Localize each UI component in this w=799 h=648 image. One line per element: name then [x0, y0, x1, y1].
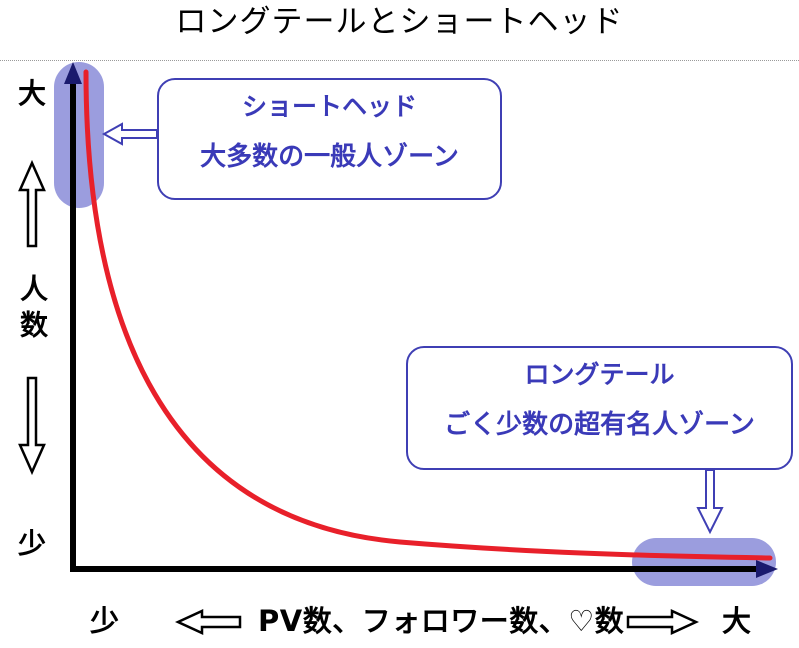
y-axis-arrowhead	[64, 62, 82, 84]
short-head-callout: ショートヘッド 大多数の一般人ゾーン	[157, 78, 502, 200]
x-axis-left-label: 少	[90, 604, 120, 638]
y-axis-down-arrow	[18, 376, 46, 476]
y-axis-top-label: 大	[17, 77, 46, 110]
long-tail-curve	[83, 69, 773, 561]
short-head-heading: ショートヘッド	[241, 92, 417, 121]
short-head-pointer-arrow	[101, 122, 158, 146]
y-axis-middle-label: 人数	[16, 274, 49, 346]
x-axis-middle-label: PV数、フォロワー数、♡数	[258, 604, 625, 638]
diagram-title: ロングテールとショートヘッド	[175, 4, 624, 40]
x-axis-left-arrow	[174, 609, 242, 635]
long-tail-highlight	[632, 538, 776, 586]
title-divider	[0, 60, 799, 61]
x-axis-right-arrow	[626, 609, 700, 635]
y-axis-up-arrow	[18, 159, 46, 248]
y-axis-bottom-label: 少	[17, 527, 46, 560]
x-axis-right-label: 大	[722, 604, 752, 638]
long-tail-heading: ロングテール	[524, 360, 675, 389]
long-tail-pointer-arrow	[696, 469, 724, 535]
long-tail-callout: ロングテール ごく少数の超有名人ゾーン	[406, 346, 793, 470]
x-axis-arrowhead	[756, 560, 778, 578]
long-tail-description: ごく少数の超有名人ゾーン	[444, 410, 755, 440]
short-head-description: 大多数の一般人ゾーン	[200, 142, 459, 172]
